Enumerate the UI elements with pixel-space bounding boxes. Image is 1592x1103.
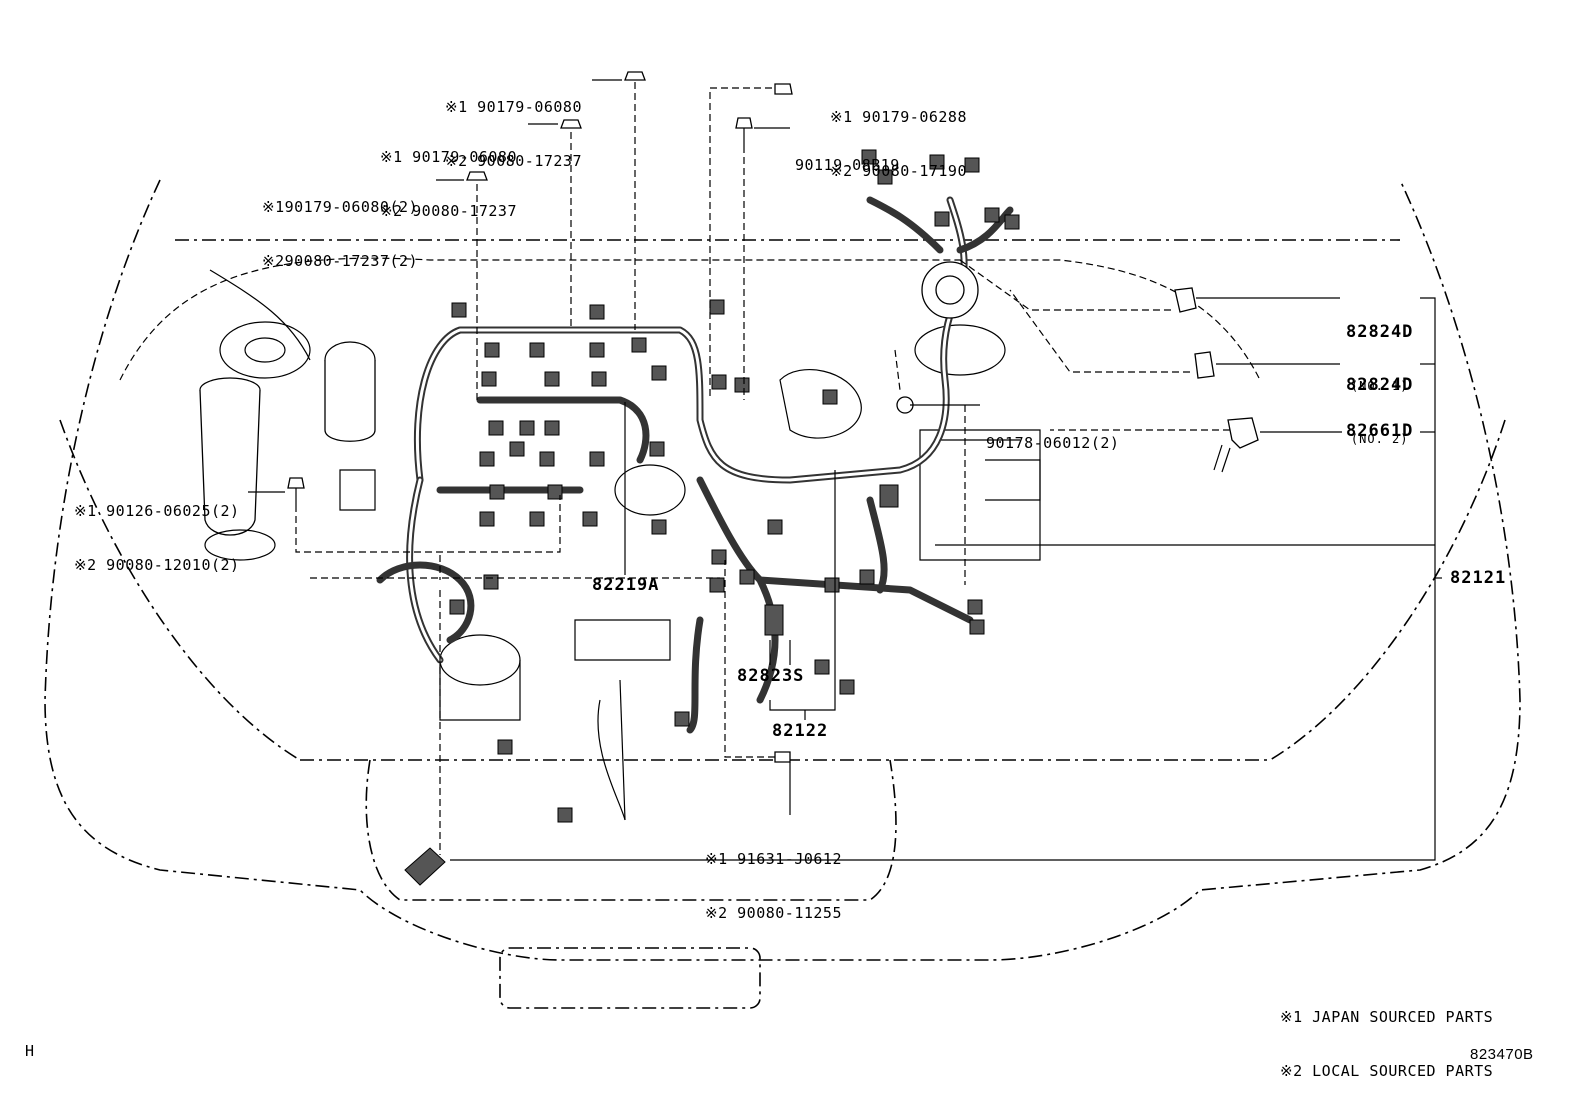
vehicle-body-outline: [44, 179, 1521, 1009]
callout-fastener-8-line2: ※2 90080-11255: [705, 904, 842, 922]
part-82824d-no1-number: 82824D: [1346, 322, 1414, 342]
part-82824d-no2-sub: (NO. 2): [1350, 432, 1409, 446]
part-82661d: 82661D: [1346, 421, 1414, 441]
leader-lines: [248, 79, 1442, 861]
part-82122: 82122: [772, 721, 829, 741]
part-82824d-no1-sub: (NO. 1): [1350, 379, 1409, 393]
callout-fastener-1-line2: ※2 90080-17237: [445, 152, 582, 170]
callout-fastener-5-line1: 90119-08B19: [795, 156, 900, 174]
part-82219a: 82219A: [592, 575, 660, 595]
main-harness: [376, 196, 1014, 734]
engine-bay-internals: [119, 257, 1261, 821]
callout-fastener-3-line1: ※190179-06080(2): [262, 198, 419, 216]
callout-fastener-8-line1: ※1 91631-J0612: [705, 850, 842, 868]
legend-local-sourced: ※2 LOCAL SOURCED PARTS: [1280, 1062, 1494, 1080]
legend-japan-sourced: ※1 JAPAN SOURCED PARTS: [1280, 1008, 1494, 1026]
callout-fastener-4-line2: ※2 90080-17190: [830, 162, 967, 180]
figure-code: 823470B: [1470, 1046, 1534, 1063]
callout-fastener-8: ※1 91631-J0612 ※2 90080-11255: [705, 814, 842, 940]
callout-fastener-6-line1: ※1 90126-06025(2): [74, 502, 240, 520]
callout-fastener-4: ※1 90179-06288 ※2 90080-17190: [830, 72, 967, 198]
callout-fastener-7: 90178-06012(2): [986, 398, 1119, 470]
callout-fastener-2-line1: ※1 90179-06080: [380, 148, 517, 166]
part-82121: 82121: [1450, 568, 1507, 588]
part-82824d-no1: 82824D (NO. 1): [1346, 287, 1413, 413]
fasteners: [287, 71, 1259, 763]
callout-fastener-3: ※190179-06080(2) ※290080-17237(2): [262, 162, 418, 288]
callout-fastener-6: ※1 90126-06025(2) ※2 90080-12010(2): [74, 466, 240, 592]
callout-fastener-3-line2: ※290080-17237(2): [262, 252, 419, 270]
callout-fastener-1: ※1 90179-06080 ※2 90080-17237: [445, 62, 582, 188]
part-82824d-no2-number: 82824D: [1346, 375, 1414, 395]
callout-fastener-6-line2: ※2 90080-12010(2): [74, 556, 240, 574]
callout-fastener-7-line1: 90178-06012(2): [986, 434, 1120, 452]
callout-fastener-4-line1: ※1 90179-06288: [830, 108, 967, 126]
part-82823s: 82823S: [737, 666, 805, 686]
callout-fastener-1-line1: ※1 90179-06080: [445, 98, 582, 116]
callout-fastener-5: 90119-08B19: [795, 120, 900, 192]
legend: ※1 JAPAN SOURCED PARTS ※2 LOCAL SOURCED …: [1280, 972, 1493, 1098]
footer-left-mark: H: [25, 1042, 35, 1060]
callout-fastener-2: ※1 90179-06080 ※2 90080-17237: [380, 112, 517, 238]
callout-fastener-2-line2: ※2 90080-17237: [380, 202, 517, 220]
part-82824d-no2: 82824D (NO. 2): [1346, 340, 1413, 466]
harness-connectors: [404, 149, 1020, 886]
